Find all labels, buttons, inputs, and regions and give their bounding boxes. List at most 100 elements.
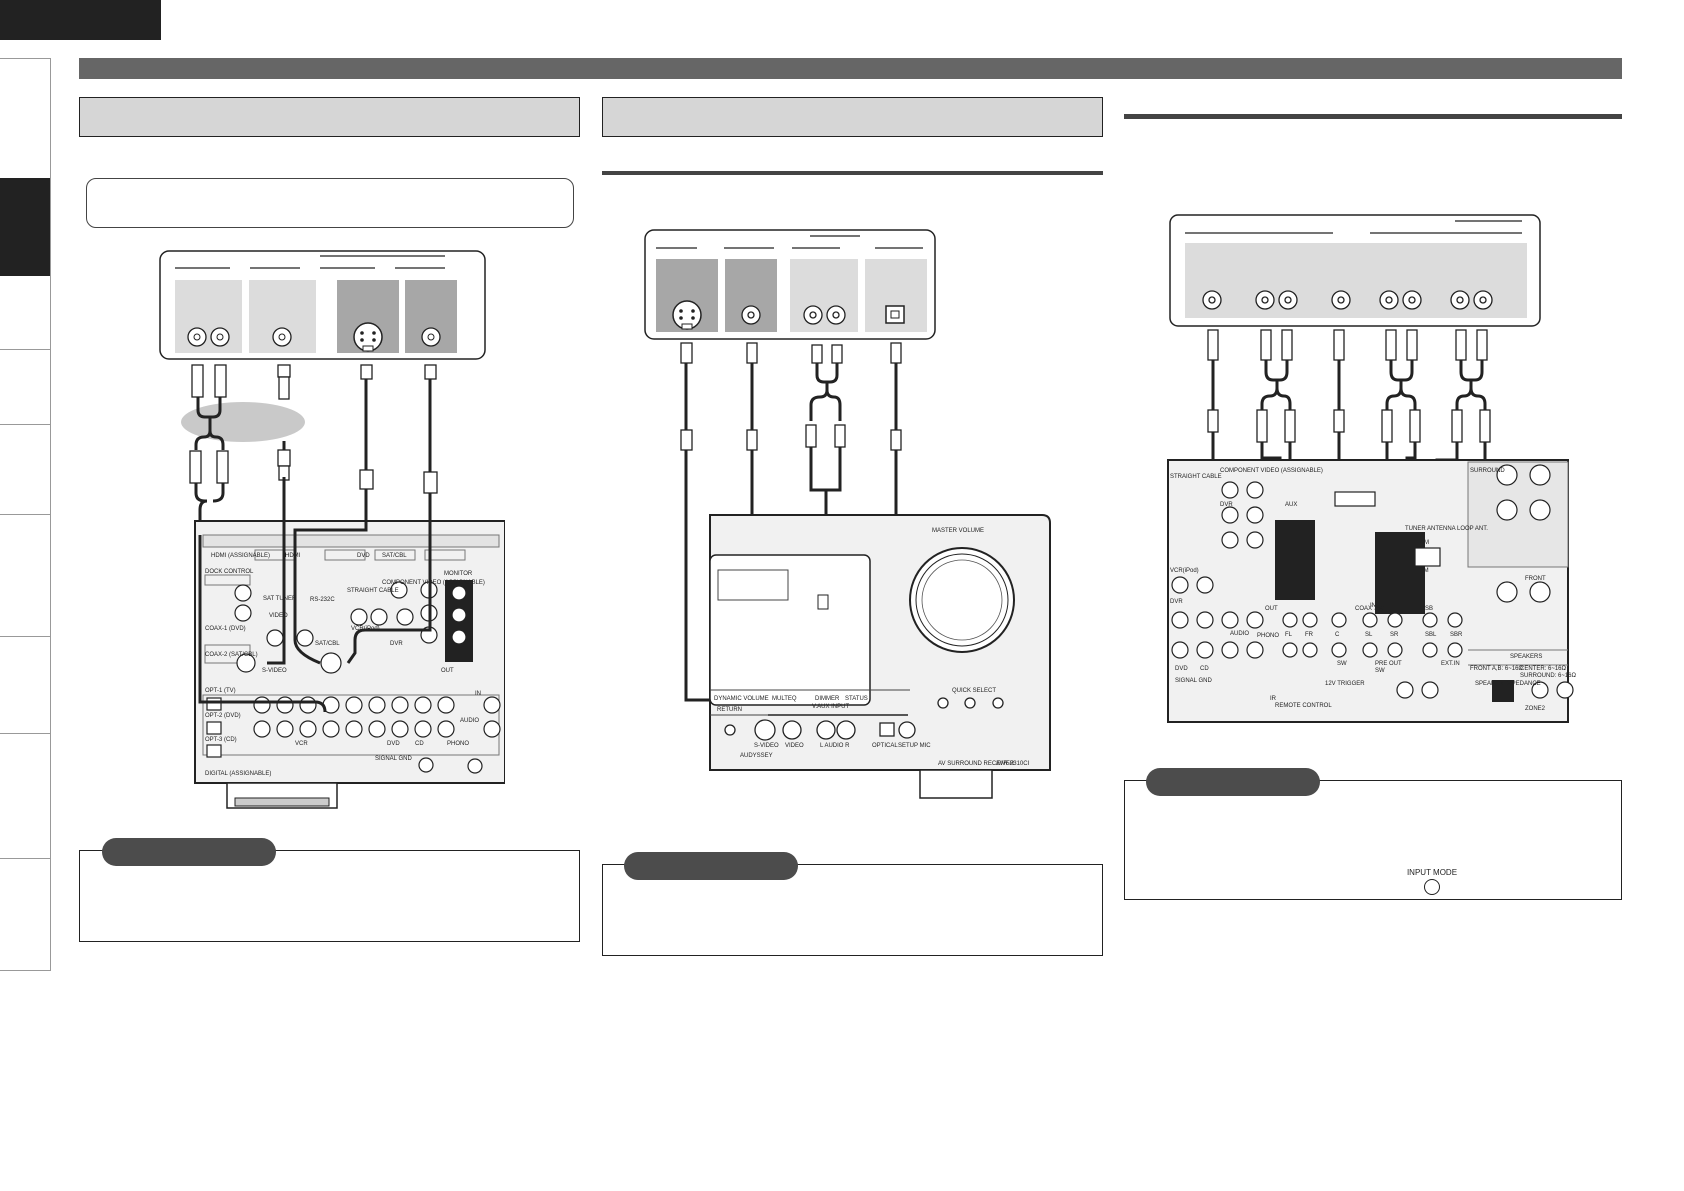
- chapter-header-bar: [79, 58, 1622, 79]
- panel-c-label: STRAIGHT CABLE: [1170, 474, 1222, 480]
- note-box-2: [602, 864, 1103, 956]
- panel-c-label: AM: [1420, 540, 1429, 546]
- side-tab-8[interactable]: [0, 733, 50, 859]
- panel-b-label: AV SURROUND RECEIVER: [938, 761, 1015, 767]
- panel-c-label: SIGNAL GND: [1175, 678, 1212, 684]
- side-tab-2-active[interactable]: [0, 178, 50, 276]
- panel-a-label: RS-232C: [310, 597, 335, 603]
- side-tab-3[interactable]: [0, 276, 50, 350]
- panel-c-label: SBL: [1425, 632, 1437, 638]
- panel-a-label: SIGNAL GND: [375, 756, 412, 762]
- side-tab-7[interactable]: [0, 636, 50, 734]
- panel-c-label: SB: [1425, 606, 1433, 612]
- panel-a-label: OPT-3 (CD): [205, 737, 237, 743]
- panel-c-label: REMOTE CONTROL: [1275, 703, 1332, 709]
- panel-c-label: IN: [1370, 603, 1376, 609]
- panel-c-label: PRE OUT: [1375, 661, 1402, 667]
- panel-a-label: VIDEO: [269, 613, 288, 619]
- knob-icon: [909, 547, 1015, 653]
- panel-a-label: SAT/CBL: [315, 641, 340, 647]
- panel-b-label: OPTICAL: [872, 743, 898, 749]
- panel-c-label: 12V TRIGGER: [1325, 681, 1365, 687]
- panel-a-label: S-VIDEO: [262, 668, 287, 674]
- panel-b-label: MASTER VOLUME: [932, 528, 984, 534]
- rca-jack-icon: [187, 327, 441, 347]
- note-label-pill-2: [624, 852, 798, 880]
- panel-b-label: S-VIDEO: [754, 743, 779, 749]
- panel-c-label: SW: [1375, 668, 1385, 674]
- panel-b-label: AVR-2310CI: [996, 761, 1030, 767]
- input-mode-button-illustration: INPUT MODE: [1405, 868, 1459, 898]
- panel-c-label: COAX 75Ω: [1355, 606, 1385, 612]
- panel-a-label: DOCK CONTROL: [205, 569, 254, 575]
- panel-a-label: STRAIGHT CABLE: [347, 588, 399, 594]
- panel-a-label: MONITOR: [444, 571, 473, 577]
- side-tab-5[interactable]: [0, 424, 50, 515]
- panel-c-label: SBR: [1450, 632, 1463, 638]
- panel-c-label: PHONO: [1257, 633, 1279, 639]
- section-header-box-1: [79, 97, 580, 137]
- receiver-foot-b: [919, 769, 993, 799]
- panel-b-label: AUDYSSEY: [740, 753, 773, 759]
- panel-c-label: FR: [1305, 632, 1314, 638]
- panel-c-label: FRONT: [1525, 576, 1546, 582]
- panel-a-label: OUT: [441, 668, 454, 674]
- panel-a-label: OPT-1 (TV): [205, 688, 236, 694]
- panel-b-label: V.AUX INPUT: [812, 704, 849, 710]
- diagram-panel-b: MASTER VOLUME QUICK SELECT S-VIDEO VIDEO…: [644, 229, 1051, 799]
- diagram-panel-a: HDMI (ASSIGNABLE) DOCK CONTROL SAT TUNER…: [159, 250, 505, 809]
- panel-c-label: DVR: [1170, 599, 1183, 605]
- panel-c-label: SW: [1337, 661, 1347, 667]
- panel-c-label: SURROUND: [1470, 468, 1505, 474]
- diagram-panel-c: DVR AUX SURROUND FRONT TUNER ANTENNA LOO…: [1167, 214, 1577, 723]
- panel-c-label: SPEAKER IMPEDANCE: [1475, 681, 1541, 687]
- panel-b-label: L AUDIO R: [820, 743, 850, 749]
- section-header-box-2: [602, 97, 1103, 137]
- panel-c-label: AUDIO: [1230, 631, 1249, 637]
- note-box-3: [1124, 780, 1622, 900]
- panel-a-label: SAT/CBL: [382, 553, 407, 559]
- panel-a-label: DIGITAL (ASSIGNABLE): [205, 771, 271, 777]
- panel-c-label: DVD: [1175, 666, 1188, 672]
- panel-c-label: FL: [1285, 632, 1293, 638]
- panel-a-label: HDMI (ASSIGNABLE): [211, 553, 270, 559]
- callout-box: [86, 178, 574, 228]
- panel-a-label: VCR: [295, 741, 308, 747]
- panel-a-label: HDMI: [285, 553, 301, 559]
- panel-c-label: TUNER ANTENNA LOOP ANT.: [1405, 526, 1488, 532]
- panel-b-label: DYNAMIC VOLUME: [714, 696, 769, 702]
- panel-c-label: EXT.IN: [1441, 661, 1460, 667]
- panel-a-label: COMPONENT VIDEO (ASSIGNABLE): [382, 580, 485, 586]
- side-tab-4[interactable]: [0, 349, 50, 425]
- optical-jack-icon: [885, 305, 905, 324]
- side-tab-1[interactable]: [0, 59, 50, 179]
- note-label-pill-3: [1146, 768, 1320, 796]
- panel-a-label: COAX-1 (DVD): [205, 626, 246, 632]
- panel-a-label: OPT-2 (DVD): [205, 713, 241, 719]
- side-tab-9[interactable]: [0, 858, 50, 971]
- panel-a-label: IN: [475, 691, 481, 697]
- panel-a-label: COAX-2 (SAT/CBL): [205, 652, 258, 658]
- panel-c-label: CENTER: 6~16Ω: [1520, 666, 1567, 672]
- panel-c-label: SURROUND: 6~16Ω: [1520, 673, 1577, 679]
- rca-jack-icon: [1202, 290, 1493, 310]
- panel-a-label: DVD: [387, 741, 400, 747]
- s-video-jack-icon: [672, 300, 702, 330]
- side-tab-6[interactable]: [0, 514, 50, 637]
- panel-b-label: QUICK SELECT: [952, 688, 996, 694]
- side-tab-language[interactable]: [0, 0, 161, 40]
- panel-b-label: STATUS: [845, 696, 868, 702]
- panel-a-label: PHONO: [447, 741, 469, 747]
- panel-c-label: AUX: [1285, 502, 1297, 508]
- panel-c-label: VCR(iPod): [1170, 568, 1199, 574]
- panel-c-label: IR: [1270, 696, 1277, 702]
- display-window: [709, 554, 871, 706]
- panel-c-label: FM: [1420, 568, 1429, 574]
- panel-b-label: DIMMER: [815, 696, 840, 702]
- panel-c-label: C: [1335, 632, 1340, 638]
- panel-c-label: COMPONENT VIDEO (ASSIGNABLE): [1220, 468, 1323, 474]
- section-rule-3: [1124, 114, 1622, 119]
- panel-a-label: DVD: [357, 553, 370, 559]
- panel-b-label: SETUP MIC: [898, 743, 931, 749]
- panel-c-label: SPEAKERS: [1510, 654, 1542, 660]
